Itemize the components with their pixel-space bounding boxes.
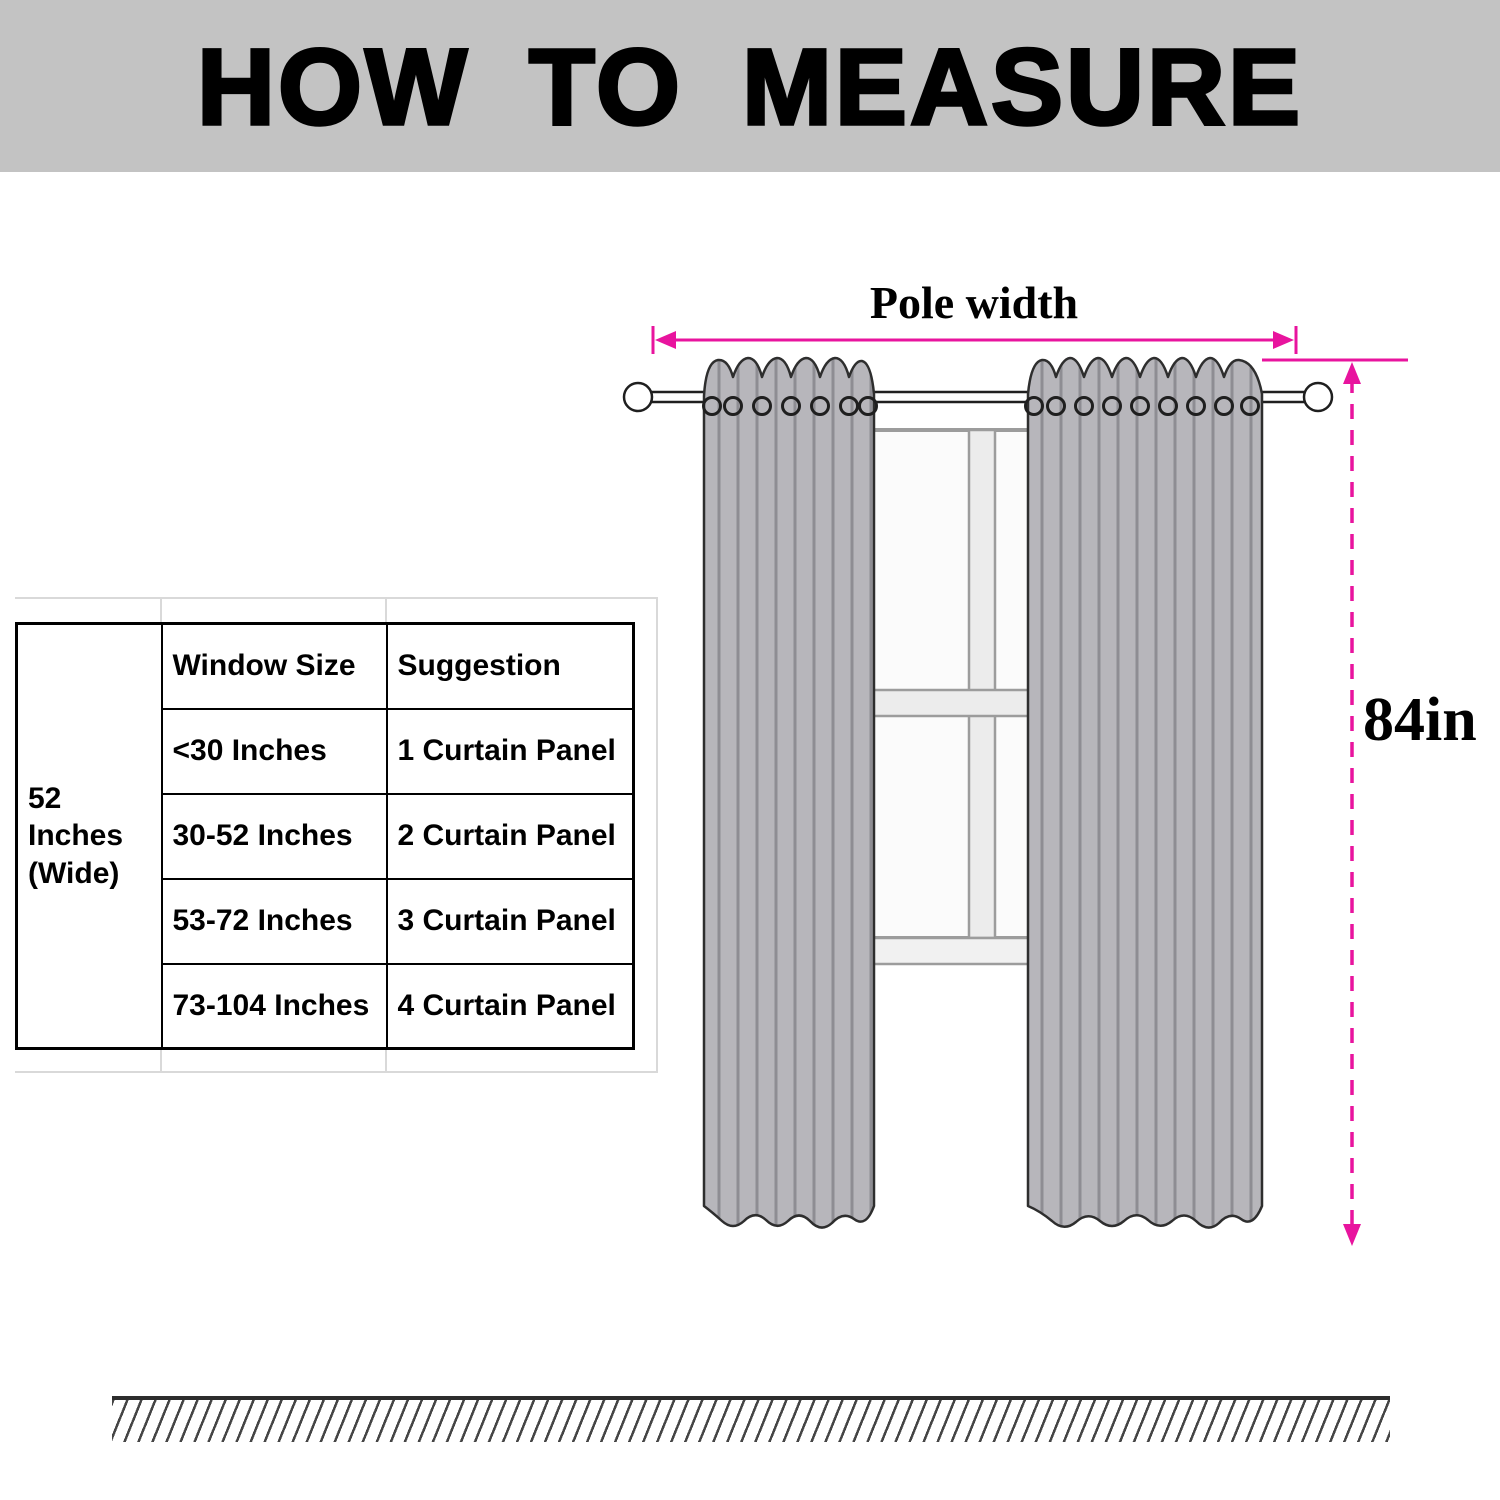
right-curtain-fabric [1026, 356, 1264, 1229]
window-size-cell: 30-52 Inches [160, 792, 388, 880]
curtain-rod [622, 381, 1334, 413]
suggestion-cell: 2 Curtain Panel [385, 792, 635, 880]
window-size-cell: <30 Inches [160, 707, 388, 795]
pole-width-measure: Pole width [651, 277, 1298, 354]
window-size-cell: 53-72 Inches [160, 877, 388, 965]
spreadsheet-gridline [656, 597, 658, 1073]
column-header-suggestion: Suggestion [385, 622, 635, 710]
table-row: 73-104 Inches 4 Curtain Panel [17, 962, 635, 1050]
curtain-rings [1024, 396, 1260, 416]
page-title: HOW TO MEASURE [195, 24, 1304, 149]
rod-finial-right [1302, 381, 1334, 413]
left-curtain-fabric [702, 356, 876, 1229]
header-banner: HOW TO MEASURE [0, 0, 1500, 172]
arrowhead-down [1343, 1224, 1361, 1246]
table-row: 30-52 Inches 2 Curtain Panel [17, 792, 635, 880]
arrowhead-up [1343, 362, 1361, 384]
curtain-rings [702, 396, 878, 416]
table-header-row: 52 Inches (Wide) Window Size Suggestion [15, 622, 635, 1050]
suggestion-cell: 4 Curtain Panel [385, 962, 635, 1050]
window-size-cell: 73-104 Inches [160, 962, 388, 1050]
pole-width-label: Pole width [870, 277, 1078, 328]
table-row: 53-72 Inches 3 Curtain Panel [17, 877, 635, 965]
left-curtain-panel [702, 356, 878, 1229]
size-chart-table: 52 Inches (Wide) Window Size Suggestion … [15, 622, 635, 1050]
suggestion-cell: 3 Curtain Panel [385, 877, 635, 965]
spreadsheet-gridline [160, 1047, 162, 1072]
rod-finial-left [622, 381, 654, 413]
arrowhead-right [1273, 331, 1294, 349]
column-header-window-size: Window Size [160, 622, 388, 710]
spreadsheet-gridline [160, 597, 162, 622]
window-mullion-vertical [967, 428, 997, 940]
panel-width-cell: 52 Inches (Wide) [15, 622, 163, 1050]
arrowhead-left [655, 331, 676, 349]
height-measure: 84in [1262, 358, 1477, 1246]
curtain-height-label: 84in [1363, 686, 1477, 754]
spreadsheet-gridline [385, 1047, 387, 1072]
table-row: <30 Inches 1 Curtain Panel [17, 707, 635, 795]
right-curtain-panel [1024, 356, 1264, 1229]
size-chart: 52 Inches (Wide) Window Size Suggestion … [15, 622, 635, 1050]
spreadsheet-gridline [385, 597, 387, 622]
floor-hatch [112, 1396, 1390, 1442]
spreadsheet-gridline [15, 597, 658, 599]
spreadsheet-gridline [15, 1071, 658, 1073]
suggestion-cell: 1 Curtain Panel [385, 707, 635, 795]
